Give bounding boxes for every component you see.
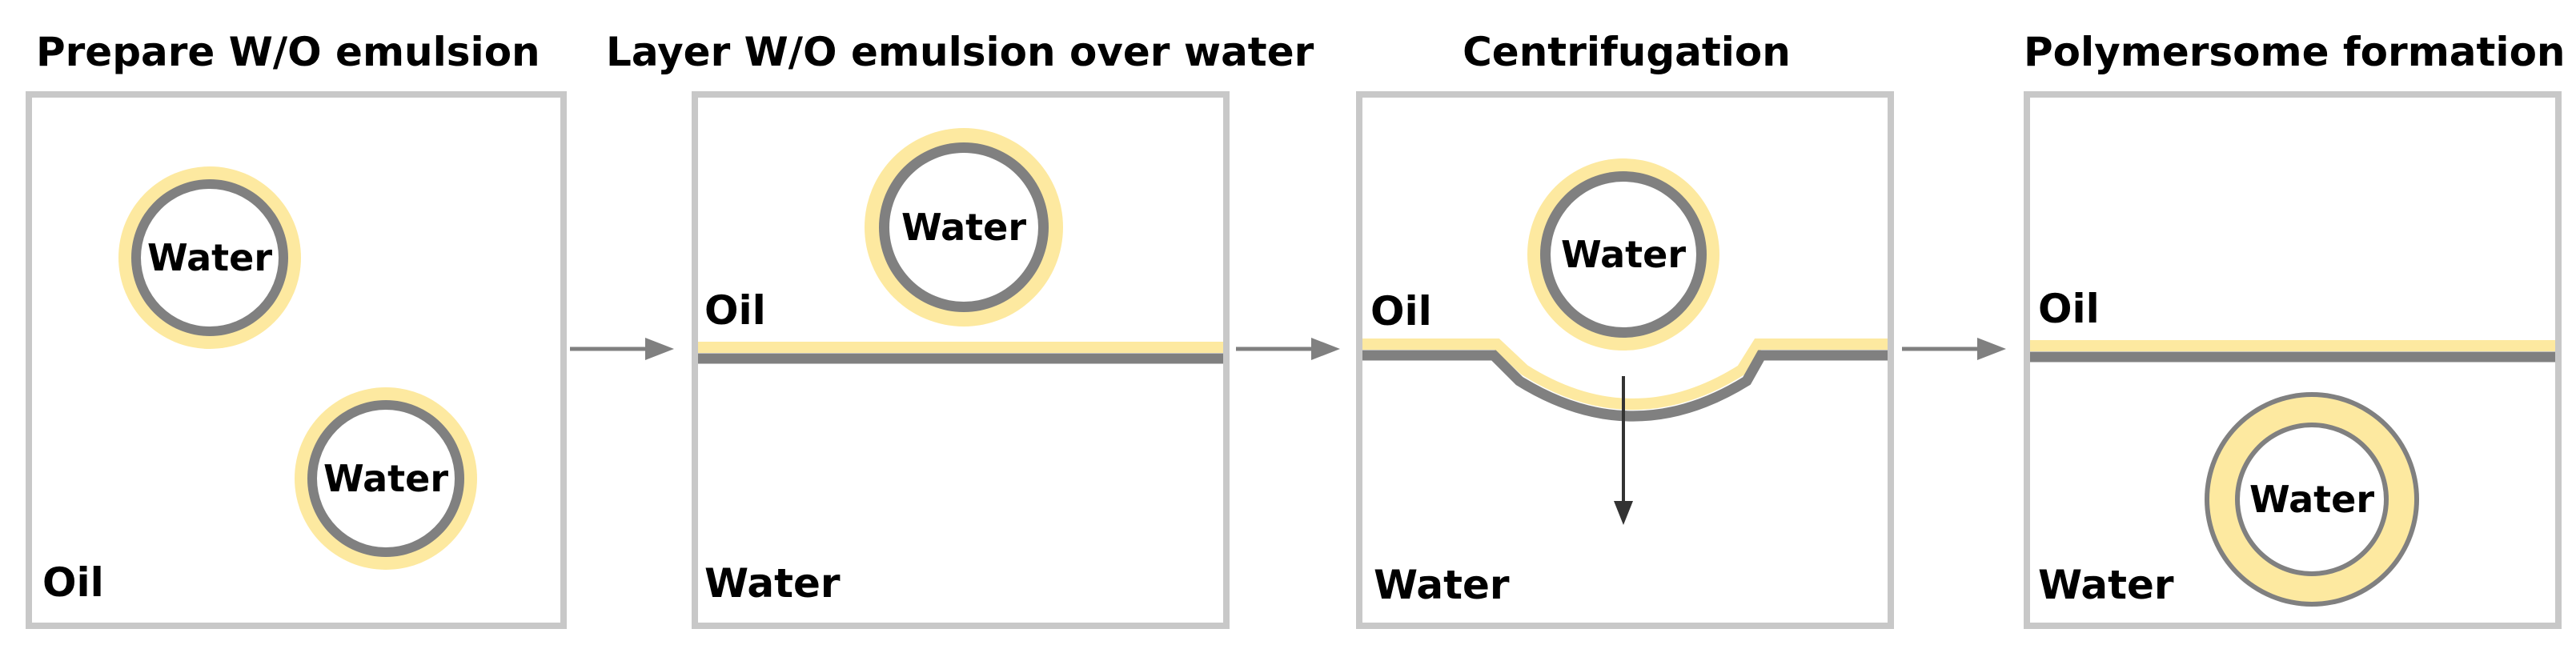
droplet-label: Water <box>147 236 272 279</box>
panel-3-interface-membrane <box>1362 350 1888 422</box>
droplet-core <box>889 153 1038 302</box>
panel-1-droplet-2: Water <box>295 387 477 570</box>
panel-2-label-water: Water <box>704 560 841 607</box>
arrow-3 <box>1902 338 2006 360</box>
arrow-1 <box>570 338 674 360</box>
droplet-label: Water <box>901 206 1026 249</box>
panel-1: Prepare W/O emulsion Water Water Oil <box>26 29 567 629</box>
panel-1-label-oil: Oil <box>42 559 104 606</box>
droplet-core <box>141 189 279 327</box>
panel-2-title: Layer W/O emulsion over water <box>606 29 1314 75</box>
centrifugation-arrow-head <box>1614 501 1633 525</box>
panel-1-frame <box>26 91 567 629</box>
panel-1-droplet-1: Water <box>118 166 301 349</box>
polymersome-core <box>2240 427 2384 571</box>
panel-4-title: Polymersome formation <box>2024 29 2566 75</box>
panel-3-label-water: Water <box>1374 562 1510 608</box>
arrow-3-head <box>1977 338 2006 360</box>
panel-2-label-oil: Oil <box>704 287 766 334</box>
panel-2: Layer W/O emulsion over water Water Oil … <box>606 29 1314 629</box>
droplet-label: Water <box>1561 233 1686 276</box>
panel-3-interface-lipid <box>1362 339 1888 410</box>
arrow-1-head <box>645 338 674 360</box>
panel-3: Centrifugation Water Oil Water <box>1356 29 1894 629</box>
droplet-core <box>1551 182 1696 327</box>
centrifugation-arrow <box>1614 376 1633 525</box>
droplet-core <box>317 410 455 547</box>
panel-3-title: Centrifugation <box>1463 29 1791 75</box>
droplet-label: Water <box>323 457 448 500</box>
panel-1-title: Prepare W/O emulsion <box>36 29 540 75</box>
panel-4: Polymersome formation Water Oil Water <box>2024 29 2566 629</box>
panel-4-label-water: Water <box>2038 562 2174 608</box>
arrow-2 <box>1236 338 1340 360</box>
panel-4-polymersome: Water <box>2205 392 2419 607</box>
panel-3-droplet: Water <box>1527 158 1719 351</box>
panel-3-label-oil: Oil <box>1370 288 1432 335</box>
panel-4-label-oil: Oil <box>2038 286 2100 332</box>
panel-2-droplet: Water <box>865 128 1063 327</box>
polymersome-label: Water <box>2249 478 2374 521</box>
arrow-2-head <box>1311 338 1340 360</box>
